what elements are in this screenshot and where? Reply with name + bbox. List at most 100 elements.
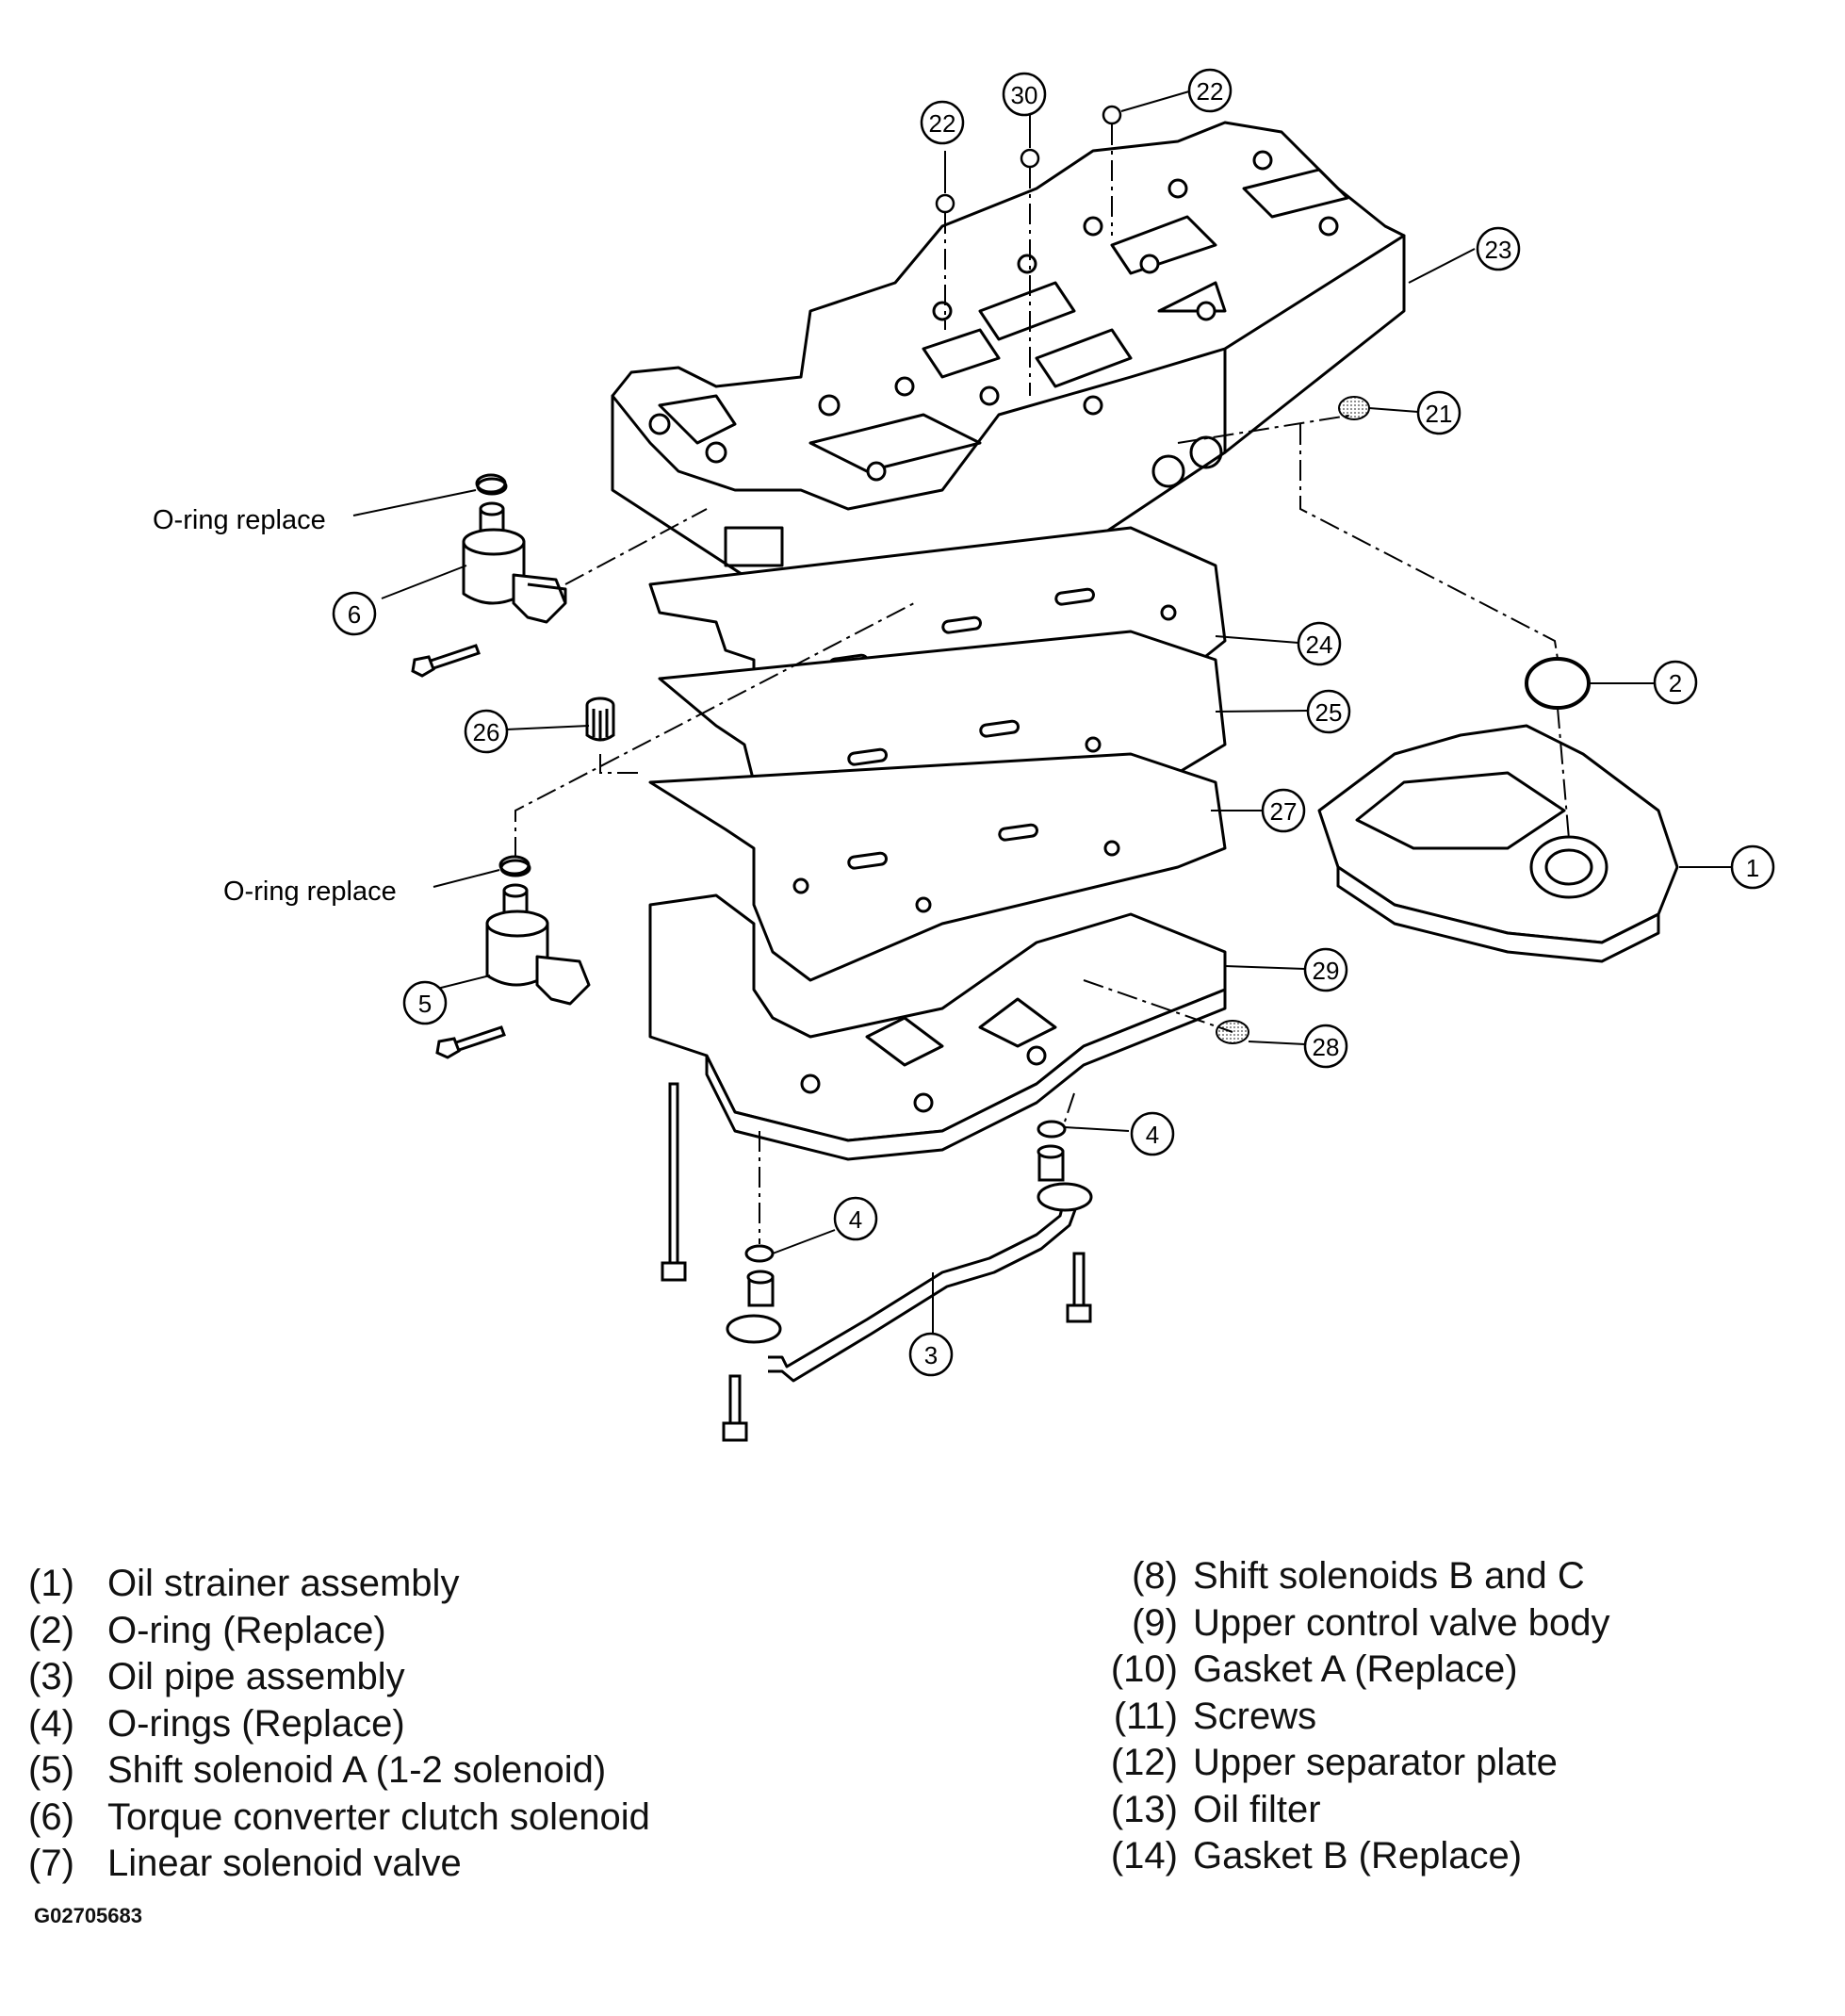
legend-item-number: (7) — [28, 1843, 74, 1884]
check-ball-30 — [1020, 148, 1040, 169]
callout-circle-5 — [402, 980, 448, 1025]
legend-item-text: Oil strainer assembly — [107, 1563, 460, 1604]
legend-item: (13) Oil filter — [1101, 1787, 1609, 1834]
callout-24: 24 — [1306, 631, 1333, 659]
leader-lines — [352, 90, 1732, 1334]
callout-circle-30 — [1002, 72, 1047, 117]
pipe-o-ring-left — [744, 1244, 775, 1263]
legend-item-text: O-rings (Replace) — [107, 1702, 405, 1745]
legend-item-number: (3) — [28, 1656, 74, 1697]
callout-28: 28 — [1313, 1033, 1340, 1061]
callout-23: 23 — [1485, 236, 1512, 264]
shift-solenoid-a — [485, 859, 591, 1006]
pipe-bolt-left — [722, 1374, 748, 1442]
figure-id: G02705683 — [34, 1904, 142, 1927]
callout-circle-22-right — [1187, 68, 1233, 113]
callout-circle-6 — [332, 591, 377, 636]
legend-item-text: O-ring (Replace) — [107, 1609, 386, 1651]
legend-item: (2) O-ring (Replace) — [28, 1608, 650, 1655]
legend-item-number: (9) — [1132, 1601, 1178, 1644]
callout-5: 5 — [418, 990, 432, 1018]
bolt-solenoid-6 — [411, 644, 481, 678]
callout-circle-23 — [1476, 226, 1521, 271]
callout-21: 21 — [1426, 400, 1453, 428]
callout-30: 30 — [1011, 81, 1038, 109]
legend-item-text: Upper separator plate — [1193, 1742, 1558, 1783]
legend-item-number: (1) — [28, 1563, 74, 1604]
callout-circle-1 — [1730, 844, 1775, 890]
legend-item: (5)Shift solenoid A (1-2 solenoid) — [28, 1747, 650, 1795]
long-bolt — [661, 1082, 687, 1282]
legend-item: (7) Linear solenoid valve — [28, 1841, 650, 1888]
legend-item: (6) Torque converter clutch solenoid — [28, 1795, 650, 1842]
assembly-centerlines — [514, 124, 1570, 1244]
callout-22-right: 22 — [1197, 77, 1224, 106]
callout-circle-26 — [464, 709, 509, 754]
legend-item: (4) O-rings (Replace) — [28, 1701, 650, 1748]
legend-item: (3) Oil pipe assembly — [28, 1654, 650, 1701]
check-ball-22-right — [1102, 105, 1122, 125]
torque-converter-clutch-solenoid — [462, 477, 567, 624]
callout-circle-25 — [1306, 689, 1351, 734]
callout-circle-2 — [1653, 660, 1698, 705]
callout-22-left: 22 — [929, 109, 956, 138]
legend-item: (9) Upper control valve body — [1101, 1600, 1609, 1647]
callout-3: 3 — [924, 1341, 938, 1369]
legend-item-number: (14) — [1110, 1835, 1178, 1877]
legend-right-column: (8) Shift solenoids B and C (9) Upper contr… — [1101, 1553, 1610, 1880]
o-ring-replace-label-lower: O-ring replace — [223, 877, 397, 907]
callout-circle-27 — [1261, 788, 1306, 833]
legend-item-text: Oil filter — [1193, 1788, 1321, 1830]
callout-circle-22-left — [920, 100, 965, 145]
legend-item-text: Gasket A (Replace) — [1193, 1648, 1518, 1690]
pipe-o-ring-right — [1037, 1120, 1067, 1139]
callout-circle-4-left — [833, 1196, 878, 1241]
part-26 — [585, 697, 615, 742]
legend-item-number: (8) — [1132, 1555, 1178, 1597]
callout-circle-21 — [1416, 390, 1461, 435]
legend-item-text: Screws — [1193, 1695, 1317, 1737]
o-ring-replace-label-upper: O-ring replace — [153, 505, 326, 535]
legend-item-number: (13) — [1110, 1788, 1178, 1830]
legend-left-column: (1) Oil strainer assembly (2) O-ring (Repla… — [28, 1561, 650, 1888]
legend-item-text: Upper control valve body — [1193, 1601, 1610, 1644]
callout-2: 2 — [1669, 669, 1682, 697]
legend-item-text: Linear solenoid valve — [107, 1843, 462, 1884]
legend-item-text: Torque converter clutch solenoid — [107, 1795, 650, 1838]
callout-27: 27 — [1270, 797, 1298, 826]
valve-body-exploded-diagram: 22 30 22 23 21 2 1 24 25 27 29 28 26 6 5… — [153, 68, 1775, 1442]
legend-item-number: (11) — [1113, 1695, 1178, 1737]
legend-item-number: (2) — [28, 1609, 74, 1651]
legend-item-number: (10) — [1110, 1648, 1178, 1690]
gasket-plate-27 — [648, 752, 1227, 982]
legend-item: (8) Shift solenoids B and C — [1101, 1553, 1609, 1600]
callout-4-right: 4 — [1146, 1121, 1159, 1149]
legend-item: (10) Gasket A (Replace) — [1101, 1647, 1609, 1694]
legend-item-number: (4) — [28, 1702, 74, 1745]
legend-item-text: Gasket B (Replace) — [1193, 1835, 1523, 1877]
callout-29: 29 — [1313, 957, 1340, 985]
bolt-solenoid-5 — [435, 1025, 506, 1059]
legend-item: (12)Upper separator plate — [1101, 1740, 1609, 1787]
callout-circle-24 — [1297, 621, 1342, 666]
legend-item-text: Oil pipe assembly — [107, 1656, 405, 1697]
callout-1: 1 — [1746, 854, 1759, 882]
callout-26: 26 — [473, 718, 500, 746]
check-ball-22-left — [935, 193, 955, 214]
callout-6: 6 — [348, 600, 361, 629]
oil-filter-21 — [1338, 396, 1370, 420]
legend-item-text: Shift solenoids B and C — [1193, 1555, 1585, 1597]
callout-4-left: 4 — [849, 1205, 862, 1234]
legend-item-number: (6) — [28, 1795, 74, 1838]
callout-circle-3 — [908, 1332, 954, 1377]
o-ring-2 — [1525, 657, 1591, 710]
upper-control-valve-body — [611, 121, 1406, 615]
legend-item-number: (5) — [28, 1749, 74, 1791]
lower-control-valve-body — [648, 893, 1227, 1161]
callout-circle-29 — [1303, 947, 1348, 992]
callout-circle-28 — [1303, 1024, 1348, 1069]
legend-item: (14) Gasket B (Replace) — [1101, 1833, 1609, 1880]
pipe-fitting-right — [1037, 1144, 1065, 1182]
oil-pipe-assembly — [726, 1182, 1093, 1383]
legend-item: (1) Oil strainer assembly — [28, 1561, 650, 1608]
